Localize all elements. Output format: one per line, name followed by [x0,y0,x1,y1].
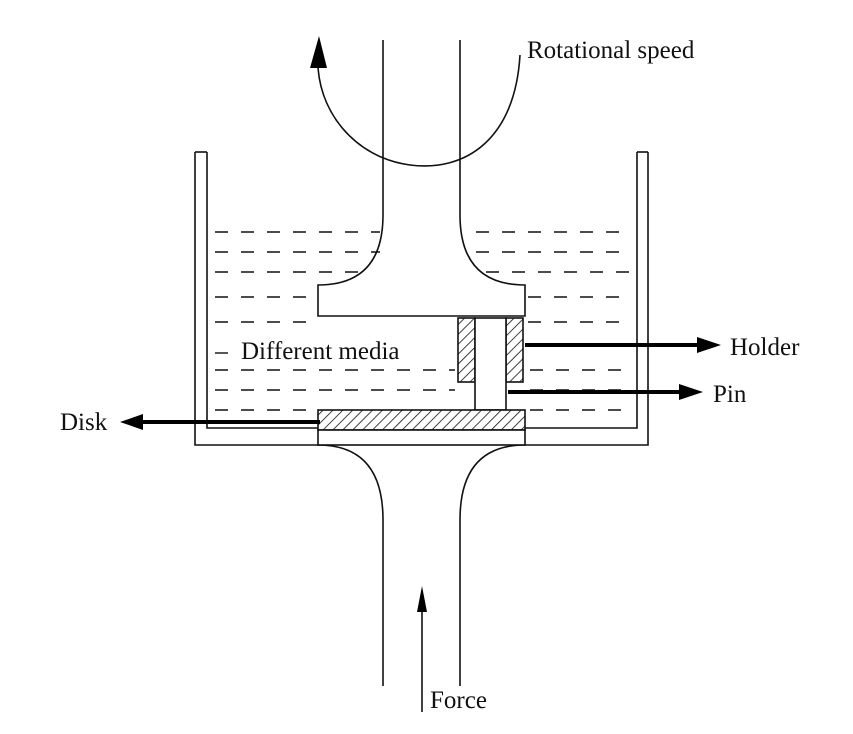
tank-outer-wall [194,152,649,446]
rotation-arrowhead [310,36,327,68]
holder-arrowhead [697,337,721,353]
pin-label: Pin [713,381,747,408]
tank-inner-wall [206,152,638,429]
upper-shaft [317,40,526,317]
fluid-media [215,231,630,411]
lower-shaft-right [459,444,526,686]
disk-base [317,429,526,446]
different-media-label: Different media [241,338,400,365]
holder-right [505,317,524,383]
disk [317,409,526,431]
holder-label: Holder [730,334,800,361]
disk-label: Disk [60,409,108,436]
lower-shaft [317,444,384,686]
disk-arrowhead [120,414,143,430]
force-arrowhead [417,586,427,612]
holder-left [457,317,476,383]
pin-arrowhead [679,384,703,400]
pin [474,317,507,411]
rotational-speed-label: Rotational speed [527,37,695,64]
force-label: Force [430,687,487,714]
rotational-speed-curve [317,54,521,167]
